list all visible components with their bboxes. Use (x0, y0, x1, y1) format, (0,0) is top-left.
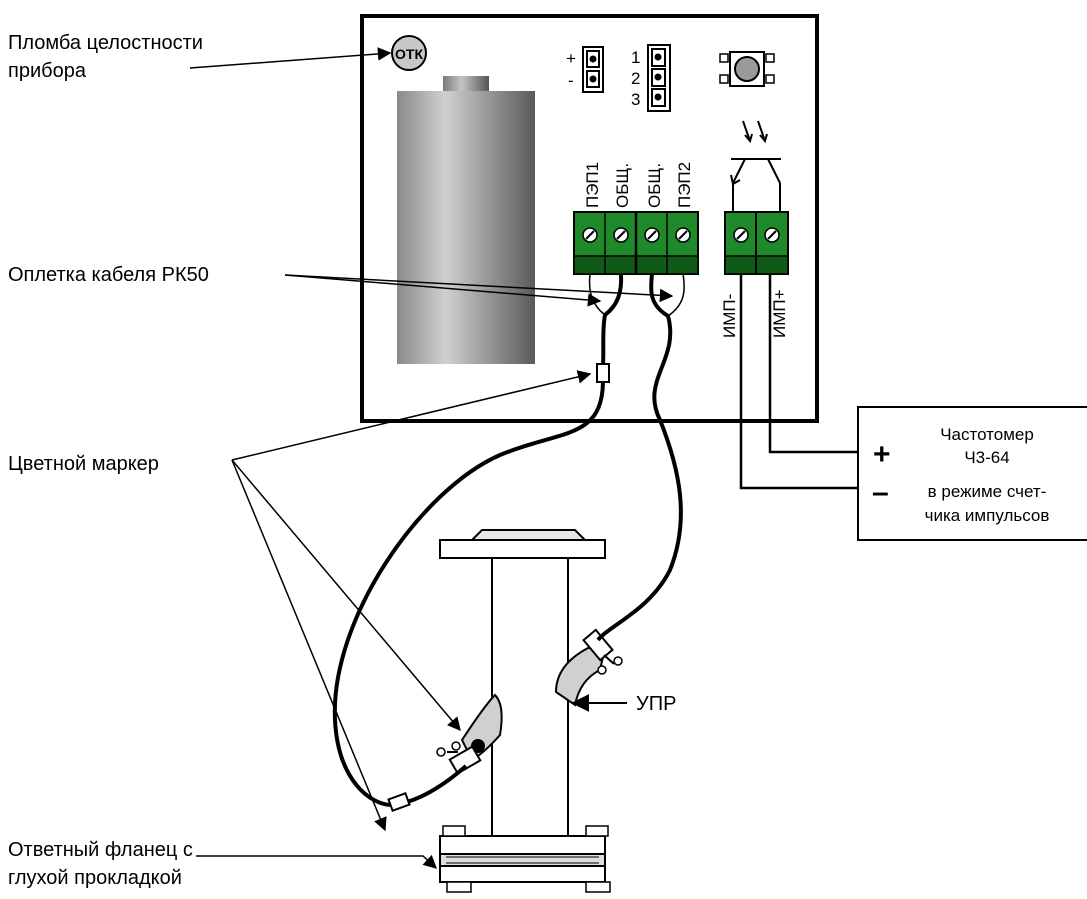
cable-pep2 (596, 273, 683, 642)
label-flange-line2: глухой прокладкой (8, 867, 182, 889)
terminal-label-imp-plus: ИМП+ (770, 289, 789, 338)
terminal-label-pep2: ПЭП2 (675, 162, 694, 208)
cable-pep1 (332, 273, 624, 807)
sensor-pep2 (554, 628, 623, 707)
cable-pep2-braid (667, 273, 685, 317)
jumper-2-label: 2 (631, 69, 640, 88)
label-seal-line2: прибора (8, 60, 87, 82)
seal-badge-text: ОТК (395, 46, 423, 62)
label-marker: Цветной маркер (8, 453, 159, 475)
meter-line2: Ч3-64 (964, 448, 1009, 467)
meter-line3: в режиме счет- (928, 482, 1047, 501)
terminal-label-common1: ОБЩ. (613, 163, 632, 208)
phototransistor-icon (730, 120, 781, 215)
meter-line1: Частотомер (940, 425, 1034, 444)
meter-minus: – (872, 476, 889, 509)
pointer-marker-1 (231, 370, 592, 461)
terminal-block-sensors (573, 211, 699, 275)
jumper-1-label: 1 (631, 48, 640, 67)
jumper-mode: 1 2 3 (631, 44, 671, 112)
pulse-wires (739, 274, 858, 490)
meter-line4: чика импульсов (925, 506, 1050, 525)
pointer-braid-2 (284, 274, 674, 303)
jumper-power: + - (566, 46, 604, 93)
label-flange-line1: Ответный фланец с (8, 839, 193, 861)
pointer-seal (189, 47, 392, 69)
jumper-3-label: 3 (631, 90, 640, 109)
pointer-marker-3 (231, 459, 461, 732)
pointer-flange (196, 854, 437, 869)
label-seal-line1: Пломба целостности (8, 32, 203, 54)
sensor-pep1 (436, 693, 503, 775)
meter-plus: + (873, 438, 891, 471)
counter-flange (439, 853, 611, 893)
terminal-label-pep1: ПЭП1 (583, 162, 602, 208)
seal-otk: ОТК (391, 35, 427, 71)
pointer-marker-2 (231, 459, 387, 832)
label-upr: УПР (636, 693, 676, 715)
frequency-meter: + – Частотомер Ч3-64 в режиме счет- чика… (857, 406, 1087, 541)
terminal-block-pulse (724, 211, 789, 275)
terminal-label-imp-minus: ИМП- (720, 294, 739, 338)
label-braid: Оплетка кабеля РК50 (8, 264, 209, 286)
battery (397, 76, 535, 364)
jumper-plus-label: + (566, 49, 576, 68)
jumper-minus-label: - (568, 71, 574, 90)
flowmeter-body (439, 529, 609, 855)
pointer-braid-1 (284, 274, 602, 307)
marker-bottom (387, 792, 411, 812)
marker-top (596, 363, 610, 383)
terminal-label-common2: ОБЩ. (645, 163, 664, 208)
push-button-icon (719, 51, 775, 87)
